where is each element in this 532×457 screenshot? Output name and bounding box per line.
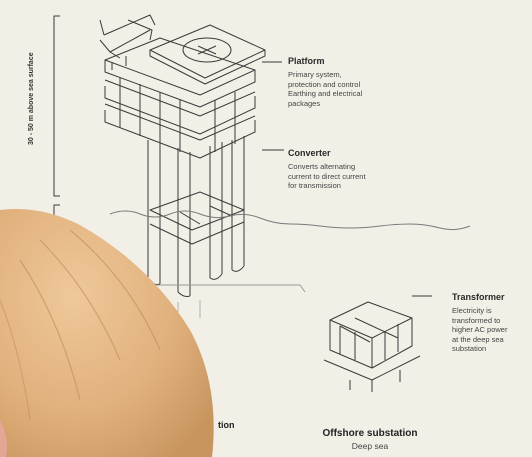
- diagram-canvas: 30 - 50 m above sea surface Platform Pri…: [0, 0, 532, 457]
- foreground-hair-occlusion: [0, 0, 532, 457]
